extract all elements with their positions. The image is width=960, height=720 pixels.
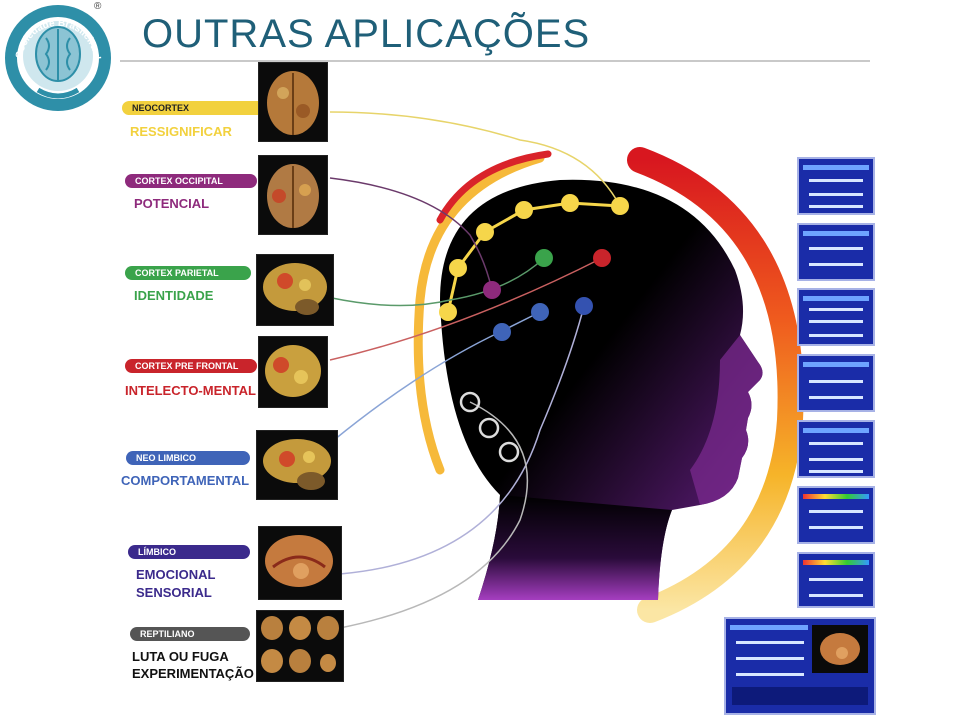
region-desc-neo-limbico: COMPORTAMENTAL (121, 473, 250, 488)
region-label-cortex-parietal: CORTEX PARIETAL (125, 266, 251, 280)
region-label-limbico: LÍMBICO (128, 545, 250, 559)
brain-scan-cortex-occipital (258, 155, 328, 235)
registered-mark: ® (94, 1, 102, 12)
left-energy-arc (413, 153, 545, 475)
brain-scan-neo-limbico (256, 430, 338, 500)
right-energy-arc (627, 147, 804, 623)
brain-scan-reptiliano (256, 610, 344, 682)
brain-scan-cortex-pre-frontal (258, 336, 328, 408)
sbn-logo: Sociedade Brasileira de Neurometria (0, 0, 114, 114)
region-label-neo-limbico: NEO LIMBICO (126, 451, 250, 465)
region-label-cortex-occipital: CORTEX OCCIPITAL (125, 174, 257, 188)
software-screen-1 (797, 157, 875, 215)
region-label-neocortex: NEOCORTEX (122, 101, 272, 115)
brain-scan-cortex-parietal (256, 254, 334, 326)
region-desc-cortex-occipital: POTENCIAL (134, 196, 210, 211)
electrodes (439, 194, 629, 463)
brain-scan-neocortex (258, 62, 328, 142)
head-silhouette (440, 179, 763, 600)
title-divider (120, 60, 870, 62)
region-desc-reptiliano-1: LUTA OU FUGA (132, 649, 229, 664)
region-desc-cortex-pre-frontal: INTELECTO-MENTAL (125, 383, 256, 398)
region-desc-limbico-1: EMOCIONAL (136, 567, 216, 582)
region-label-reptiliano: REPTILIANO (130, 627, 250, 641)
software-screen-7 (797, 552, 875, 608)
region-desc-limbico-2: SENSORIAL (136, 585, 212, 600)
software-screen-6 (797, 486, 875, 544)
software-screen-3 (797, 288, 875, 346)
software-screen-5 (797, 420, 875, 478)
brain-scan-limbico (258, 526, 342, 600)
region-desc-reptiliano-2: EXPERIMENTAÇÃO (132, 666, 254, 681)
region-desc-neocortex: RESSIGNIFICAR (130, 124, 232, 139)
region-desc-cortex-parietal: IDENTIDADE (134, 288, 214, 303)
software-screen-2 (797, 223, 875, 281)
software-screen-main (724, 617, 876, 715)
page-title: OUTRAS APLICAÇÕES (142, 12, 591, 56)
region-label-cortex-pre-frontal: CORTEX PRE FRONTAL (125, 359, 257, 373)
software-screen-4 (797, 354, 875, 412)
